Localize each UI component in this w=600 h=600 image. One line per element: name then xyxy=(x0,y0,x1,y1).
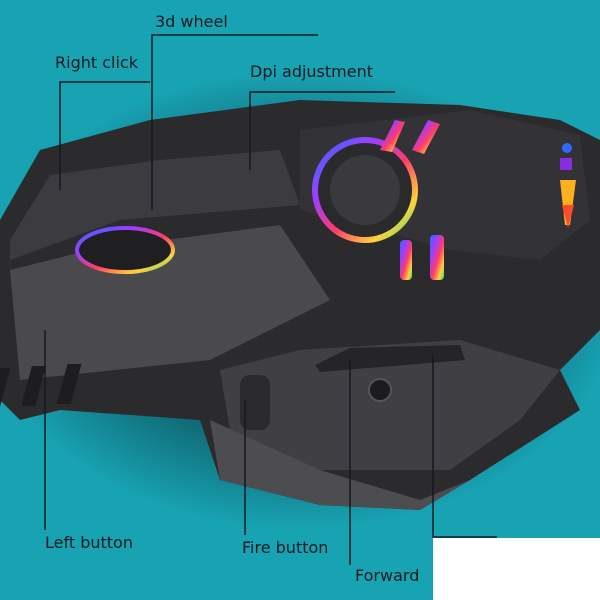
scroll-wheel xyxy=(75,226,175,274)
back-leader xyxy=(432,355,497,538)
label-right-click: Right click xyxy=(55,53,138,72)
label-fire-button: Fire button xyxy=(242,538,329,557)
white-corner-patch xyxy=(433,538,600,600)
forward-back-buttons xyxy=(315,345,465,372)
dpi-leader xyxy=(249,91,395,170)
right-click-leader xyxy=(59,81,150,190)
wheel-leader xyxy=(151,34,318,210)
label-3d-wheel: 3d wheel xyxy=(155,12,228,31)
label-forward: Forward xyxy=(355,566,420,585)
fire-button-shape xyxy=(240,375,270,430)
label-dpi-adjustment: Dpi adjustment xyxy=(250,62,374,81)
side-vents xyxy=(0,364,82,408)
rgb-strips xyxy=(380,120,444,280)
side-knob xyxy=(368,378,392,402)
side-panel xyxy=(220,340,560,470)
leader-lines xyxy=(44,34,497,565)
lower-panel xyxy=(210,420,470,510)
brand-logo xyxy=(560,143,576,228)
right-button-shell xyxy=(10,150,300,260)
label-left-button: Left button xyxy=(45,533,133,552)
